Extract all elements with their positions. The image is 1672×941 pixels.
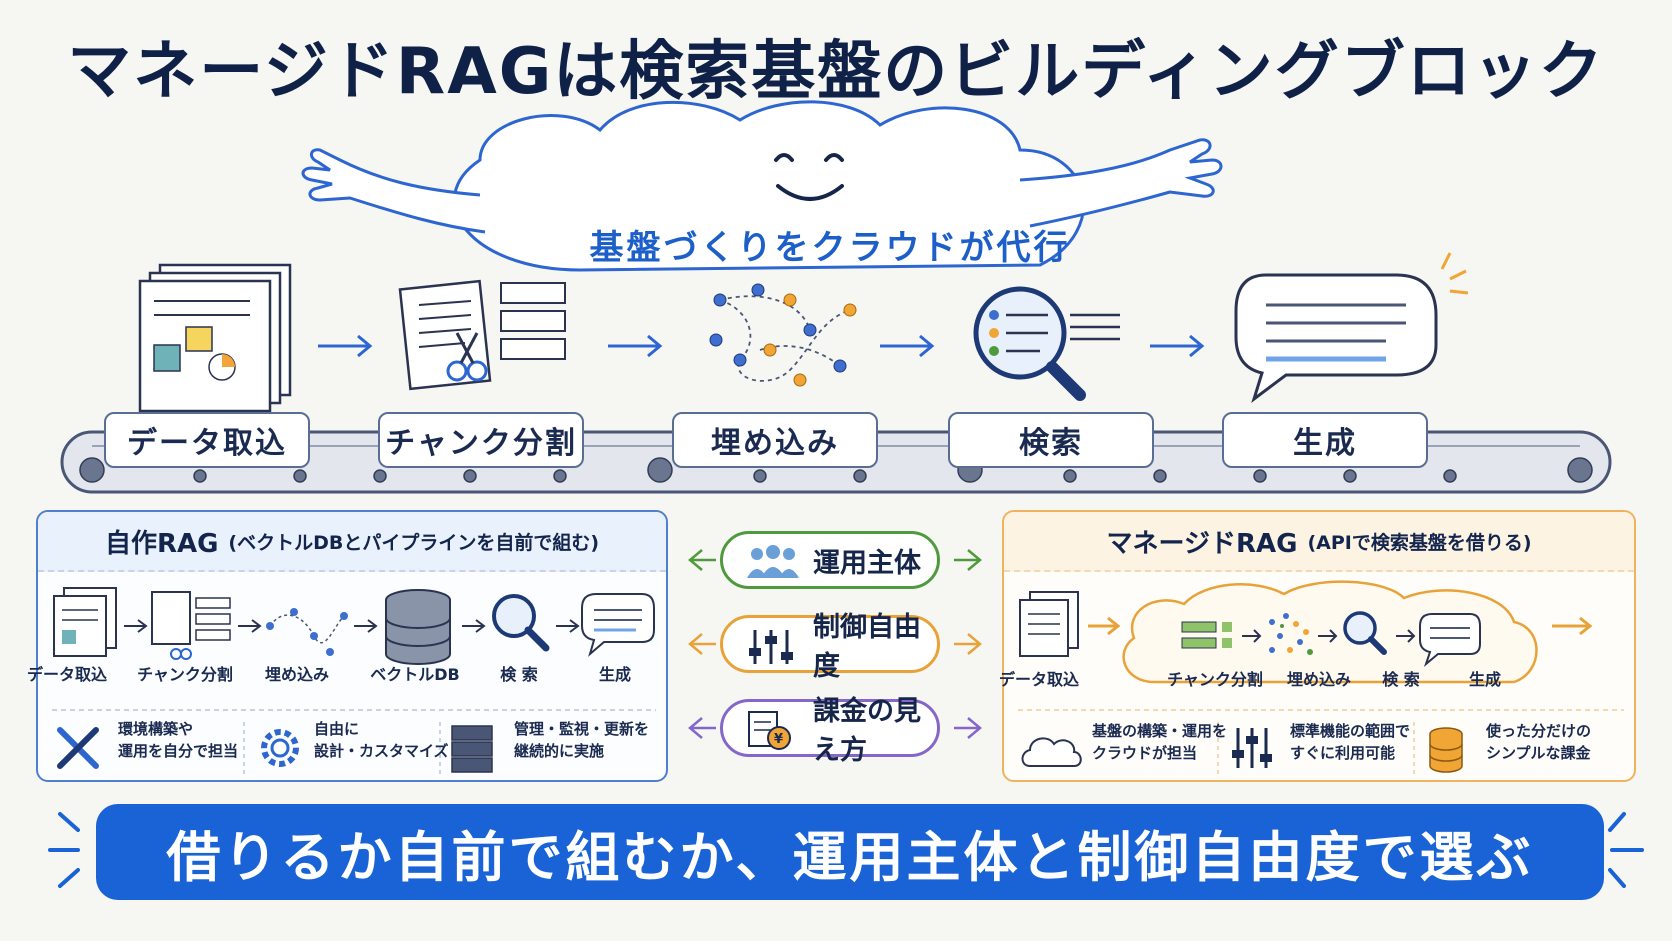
criterion-label: 課金の見え方 (813, 696, 921, 766)
criterion-label: 運用主体 (813, 547, 921, 579)
arrow-icon (318, 334, 373, 358)
step-label: 検 索 (1382, 670, 1420, 689)
embedding-dots-icon (1269, 613, 1313, 655)
search-magnifier-icon (492, 594, 550, 652)
arrow-icon (354, 619, 378, 633)
billing-icon: ¥ (748, 711, 791, 750)
step-label: 埋め込み (1286, 670, 1351, 689)
arrow-icon (880, 334, 935, 358)
chunk-scissors-icon (398, 279, 566, 391)
stage-label-search: 検索 (948, 412, 1154, 468)
page-title: マネージドRAGは検索基盤のビルディングブロック (67, 35, 1605, 109)
arrow-icon (1242, 629, 1262, 643)
panel-subtitle: (APIで検索基盤を借りる) (1307, 531, 1532, 554)
comparison-arrows (688, 549, 982, 739)
chunk-scissors-icon (151, 591, 231, 660)
criterion-control: 制御自由度 (720, 612, 940, 682)
sliders-icon (1232, 728, 1272, 768)
step-label: データ取込 (998, 670, 1079, 689)
criterion-operator: 運用主体 (720, 531, 940, 589)
self-built-flow (52, 587, 656, 776)
cloud-caption: 基盤づくりをクラウドが代行 (589, 228, 1071, 268)
arrow-icon (462, 619, 486, 633)
speech-bubble-icon (1234, 252, 1469, 403)
arrow-icon (238, 619, 262, 633)
stage-label-generation: 生成 (1222, 412, 1428, 468)
arrow-icon (608, 334, 663, 358)
managed-flow (1018, 580, 1624, 776)
criterion-label: 制御自由度 (813, 612, 921, 682)
note-simple-billing: 使った分だけの シンプルな課金 (1486, 722, 1592, 762)
note-ready-to-use: 標準機能の範囲で すぐに利用可能 (1290, 722, 1411, 762)
stage-label-chunking: チャンク分割 (378, 412, 584, 468)
step-label: データ取込 (26, 665, 107, 684)
embedding-graph-icon (266, 608, 348, 656)
sliders-icon (749, 630, 793, 664)
self-built-rag-panel: 自作RAG (ベクトルDBとパイプラインを自前で組む) (36, 510, 668, 782)
cloud-shape (452, 100, 1086, 272)
conclusion-banner: 借りるか自前で組むか、運用主体と制御自由度で選ぶ (96, 804, 1604, 900)
step-label: チャンク分割 (137, 665, 233, 684)
documents-icon (53, 587, 117, 657)
step-label: 生成 (598, 665, 631, 684)
step-label: ベクトルDB (370, 665, 460, 684)
wrench-screwdriver-icon (57, 727, 99, 769)
panel-header: マネージドRAG (APIで検索基盤を借りる) (1004, 512, 1634, 572)
managed-rag-panel: マネージドRAG (APIで検索基盤を借りる) (1002, 510, 1636, 782)
panel-title: 自作RAG (104, 528, 219, 559)
stage-label-data-ingest: データ取込 (104, 412, 310, 468)
documents-icon (1019, 591, 1079, 657)
cloud-eye-right (824, 153, 844, 162)
chunk-icon (1181, 621, 1232, 649)
emphasis-marks-right (1608, 812, 1644, 888)
people-icon (747, 545, 799, 578)
panel-title: マネージドRAG (1106, 528, 1298, 559)
cloud-right-arm (1019, 138, 1223, 228)
step-label: 生成 (1468, 670, 1501, 689)
panel-header: 自作RAG (ベクトルDBとパイプラインを自前で組む) (38, 512, 666, 572)
arrow-icon (556, 619, 580, 633)
note-setup: 環境構築や 運用を自分で担当 (118, 720, 239, 760)
search-magnifier-icon (973, 286, 1120, 401)
arrow-icon (124, 619, 148, 633)
note-cloud-operated: 基盤の構築・運用を クラウドが担当 (1092, 722, 1228, 762)
arrow-icon (1150, 334, 1205, 358)
database-icon (385, 589, 451, 665)
step-label: 埋め込み (264, 665, 329, 684)
criterion-billing: ¥ 課金の見え方 (720, 696, 940, 766)
cloud-icon (1021, 737, 1082, 767)
gear-icon (261, 729, 299, 767)
step-label: 検 索 (500, 665, 538, 684)
step-label: チャンク分割 (1167, 670, 1263, 689)
arrow-icon (1318, 629, 1338, 643)
server-icon (451, 725, 493, 773)
speech-bubble-icon (581, 593, 655, 657)
arrow-icon (1088, 616, 1121, 636)
arrow-icon (1552, 616, 1593, 636)
embedding-graph-icon (709, 283, 857, 387)
coins-icon (1429, 727, 1463, 773)
cloud-left-arm (301, 148, 486, 234)
svg-text:¥: ¥ (774, 732, 783, 747)
note-maintenance: 管理・監視・更新を 継続的に実施 (514, 720, 650, 760)
panel-subtitle: (ベクトルDBとパイプラインを自前で組む) (228, 531, 600, 554)
search-magnifier-icon (1343, 611, 1387, 655)
documents-icon (138, 263, 292, 413)
cloud-smile (776, 184, 844, 201)
speech-bubble-icon (1419, 613, 1481, 668)
note-customize: 自由に 設計・カスタマイズ (314, 720, 449, 760)
arrow-icon (1396, 629, 1416, 643)
emphasis-marks-left (48, 812, 80, 888)
cloud-eye-left (774, 153, 794, 162)
stage-label-embedding: 埋め込み (672, 412, 878, 468)
